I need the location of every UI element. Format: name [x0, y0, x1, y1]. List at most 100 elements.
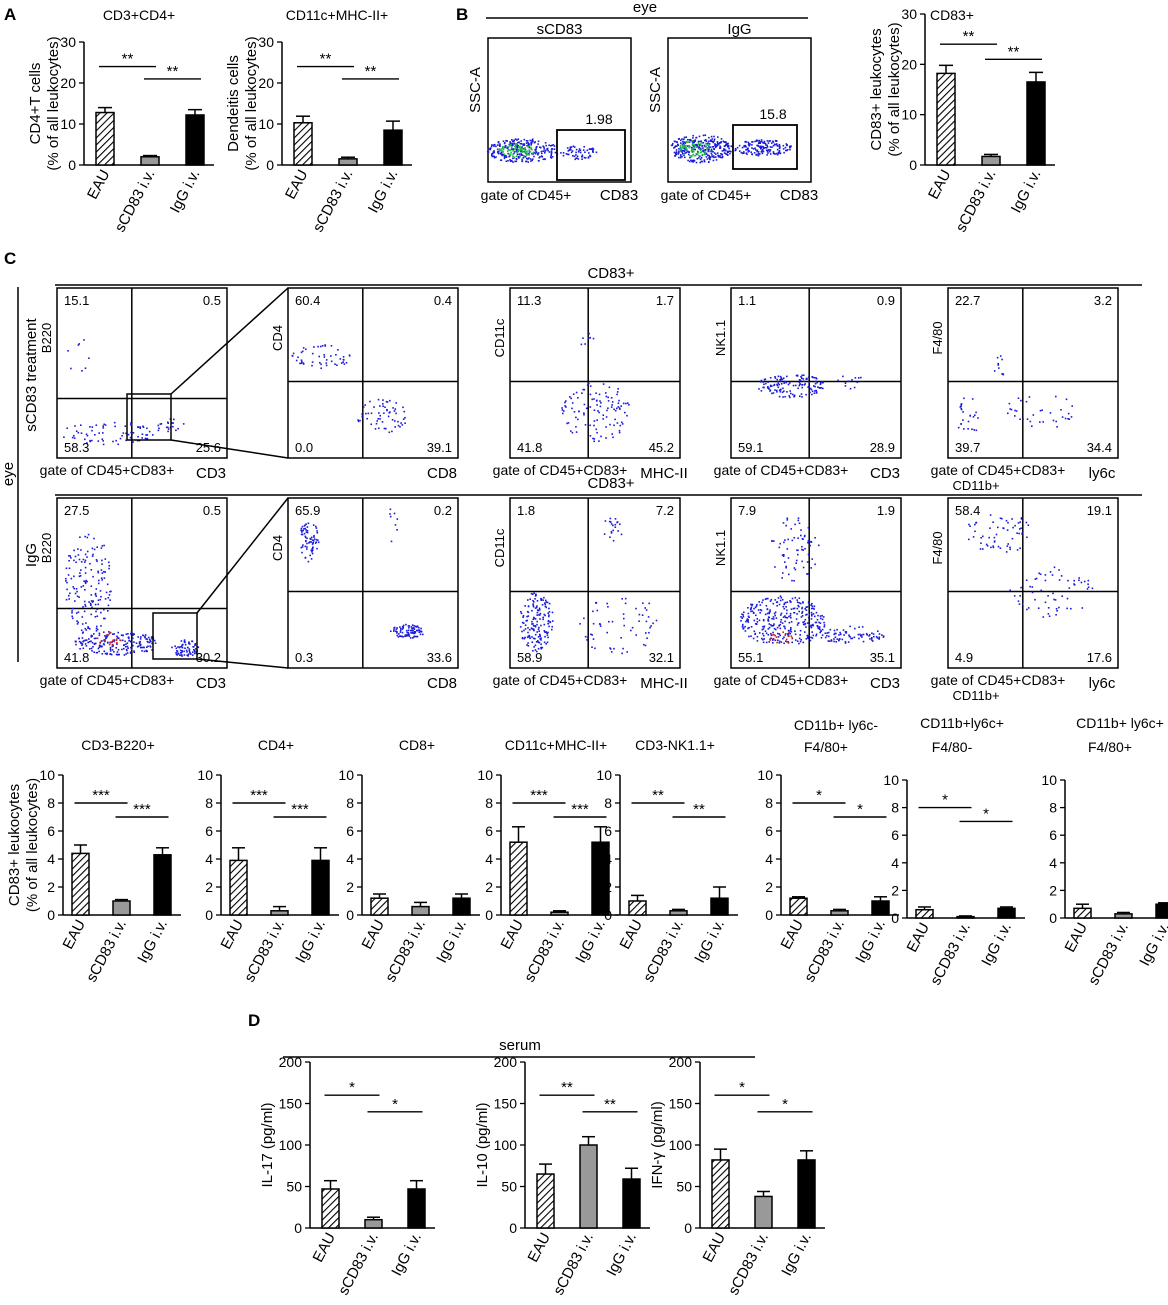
y-tick-label: 2 [47, 879, 55, 895]
category-label: sCD83 i.v. [382, 917, 429, 985]
event-dot [785, 566, 787, 569]
y-tick-label: 10 [757, 767, 773, 783]
event-dot [720, 153, 722, 155]
event-dot [111, 649, 114, 651]
event-dot [76, 620, 78, 622]
event-dot [357, 420, 360, 423]
event-dot [505, 139, 507, 142]
event-dot [75, 588, 78, 590]
event-dot [803, 380, 805, 382]
event-dot [681, 151, 683, 153]
event-dot [575, 416, 577, 419]
event-dot [113, 640, 116, 643]
event-dot [84, 553, 87, 556]
event-dot [762, 386, 764, 389]
event-dot [514, 138, 517, 140]
event-dot [648, 631, 650, 634]
event-dot [774, 389, 776, 391]
event-dot [782, 605, 785, 608]
event-dot [799, 379, 802, 382]
event-dot [829, 628, 832, 631]
event-dot [1025, 579, 1028, 581]
event-dot [86, 434, 89, 437]
gate-label: gate of CD45+CD83+ [40, 462, 175, 478]
event-dot [103, 631, 105, 633]
event-dot [362, 406, 365, 408]
event-dot [388, 431, 391, 434]
event-dot [307, 522, 310, 525]
event-dot [99, 598, 102, 601]
event-dot [126, 642, 129, 644]
event-dot [730, 145, 733, 147]
event-dot [802, 374, 805, 376]
event-dot [181, 654, 183, 656]
event-dot [399, 631, 402, 633]
event-dot [148, 638, 151, 641]
event-dot [121, 639, 124, 642]
event-dot [536, 600, 539, 602]
event-dot [523, 637, 526, 640]
event-dot [729, 152, 731, 155]
event-dot [116, 654, 119, 656]
quadrant-value-ur: 19.1 [1087, 503, 1112, 518]
event-dot [159, 423, 162, 425]
event-dot [393, 629, 395, 631]
event-dot [699, 155, 701, 158]
event-dot [147, 645, 149, 648]
event-dot [605, 426, 607, 428]
event-dot [690, 147, 693, 149]
bar-scd83 [830, 910, 849, 916]
event-dot [581, 155, 583, 158]
event-dot [516, 151, 519, 153]
event-dot [674, 152, 677, 155]
event-dot [798, 597, 801, 599]
y-tick-label: 10 [1041, 772, 1057, 788]
event-dot [606, 409, 608, 412]
event-dot [571, 150, 574, 152]
event-dot [688, 146, 690, 149]
event-dot [805, 609, 808, 611]
event-dot [110, 590, 112, 593]
event-dot [523, 155, 525, 157]
event-dot [67, 574, 70, 576]
event-dot [758, 145, 760, 148]
event-dot [146, 646, 148, 648]
event-dot [708, 144, 710, 147]
event-dot [138, 642, 141, 645]
event-dot [80, 641, 82, 644]
event-dot [306, 537, 308, 540]
event-dot [680, 147, 682, 150]
event-dot [527, 143, 530, 145]
event-dot [72, 607, 74, 610]
event-dot [644, 644, 647, 647]
event-dot [389, 399, 391, 402]
event-dot [811, 558, 813, 560]
event-dot [805, 393, 807, 396]
event-dot [300, 527, 303, 530]
y-tick-label: 6 [485, 823, 493, 839]
event-dot [784, 601, 787, 604]
event-dot [542, 158, 545, 161]
event-dot [382, 399, 384, 401]
gate-box [732, 124, 798, 170]
event-dot [618, 429, 621, 432]
event-dot [1009, 408, 1011, 410]
event-dot [712, 146, 715, 148]
event-dot [137, 636, 139, 638]
event-dot [643, 643, 645, 646]
event-dot [794, 630, 796, 632]
event-dot [691, 151, 694, 153]
event-dot [820, 387, 823, 389]
event-dot [359, 419, 361, 422]
event-dot [727, 154, 729, 156]
event-dot [383, 412, 385, 414]
event-dot [105, 591, 108, 594]
event-dot [94, 603, 97, 606]
bar-eau [95, 111, 115, 166]
event-dot [544, 631, 546, 633]
bar-igg [185, 114, 205, 166]
event-dot [818, 627, 821, 630]
event-dot [1016, 549, 1019, 551]
event-dot [682, 143, 685, 145]
event-dot [968, 523, 970, 526]
